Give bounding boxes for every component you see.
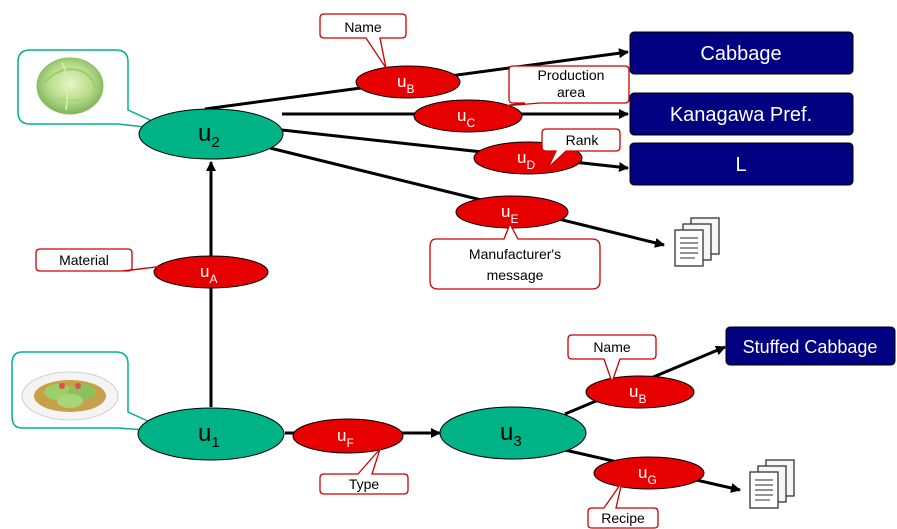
svg-text:Recipe: Recipe — [601, 510, 645, 526]
svg-text:Stuffed Cabbage: Stuffed Cabbage — [743, 337, 878, 357]
edge-node-uC: uC — [413, 99, 523, 133]
svg-text:Material: Material — [59, 252, 109, 268]
svg-text:uB: uB — [629, 382, 646, 406]
value-stuffed-cabbage: Stuffed Cabbage — [725, 326, 896, 366]
svg-text:Name: Name — [344, 19, 382, 35]
svg-text:uD: uD — [517, 148, 535, 172]
callout-name-top: Name — [319, 13, 407, 69]
node-u2-base: u — [198, 120, 211, 147]
svg-text:uG: uG — [638, 463, 657, 487]
svg-text:area: area — [557, 84, 585, 100]
value-cabbage: Cabbage — [629, 31, 854, 75]
svg-text:uA: uA — [200, 262, 217, 286]
edge-node-uF: uF — [292, 418, 404, 454]
svg-text:uF: uF — [337, 426, 354, 450]
svg-text:Rank: Rank — [566, 132, 600, 148]
svg-text:Name: Name — [593, 339, 631, 355]
document-icon — [674, 217, 720, 267]
node-u1: u1 — [137, 407, 285, 461]
callout-type: Type — [319, 448, 409, 495]
stuffed-cabbage-photo — [21, 371, 119, 421]
node-u3-sub: 3 — [513, 433, 521, 450]
svg-text:u3: u3 — [500, 419, 522, 450]
node-u1-sub: 1 — [211, 434, 219, 451]
cabbage-photo-callout — [17, 49, 173, 131]
edge-u2-document — [269, 146, 665, 248]
svg-text:uE: uE — [501, 202, 518, 226]
svg-text:u2: u2 — [198, 120, 220, 151]
svg-text:L: L — [735, 154, 746, 176]
callout-recipe: Recipe — [587, 481, 659, 529]
edge-node-uG: uG — [593, 456, 705, 490]
value-kanagawa: Kanagawa Pref. — [629, 92, 854, 136]
callout-manufacturers-message: Manufacturer's message — [429, 222, 601, 290]
edge-node-uB-bottom: uB — [585, 375, 695, 409]
node-u2: u2 — [138, 108, 284, 160]
svg-text:message: message — [487, 267, 544, 283]
value-rank: L — [629, 142, 854, 186]
callout-material: Material — [35, 248, 165, 272]
svg-text:uC: uC — [457, 106, 475, 130]
callout-production-area: Production area — [502, 65, 630, 107]
edge-node-uB-top: uB — [355, 65, 461, 99]
node-u1-base: u — [198, 420, 211, 447]
svg-text:Cabbage: Cabbage — [700, 43, 781, 65]
stuffed-cabbage-photo-callout — [11, 351, 173, 433]
cabbage-photo — [36, 57, 104, 115]
svg-text:uB: uB — [397, 72, 414, 96]
callout-rank: Rank — [541, 128, 621, 169]
edge-node-uA: uA — [153, 255, 269, 289]
svg-text:Type: Type — [349, 476, 380, 492]
node-u3-base: u — [500, 419, 513, 446]
svg-text:Kanagawa Pref.: Kanagawa Pref. — [670, 104, 812, 126]
callout-name-bottom: Name — [567, 334, 657, 384]
svg-text:Manufacturer's: Manufacturer's — [469, 246, 561, 262]
svg-text:u1: u1 — [198, 420, 220, 451]
node-u3: u3 — [439, 406, 587, 460]
document-icon — [749, 459, 795, 509]
svg-text:Production: Production — [538, 67, 605, 83]
node-u2-sub: 2 — [211, 134, 219, 151]
edge-node-uE: uE — [455, 195, 569, 229]
